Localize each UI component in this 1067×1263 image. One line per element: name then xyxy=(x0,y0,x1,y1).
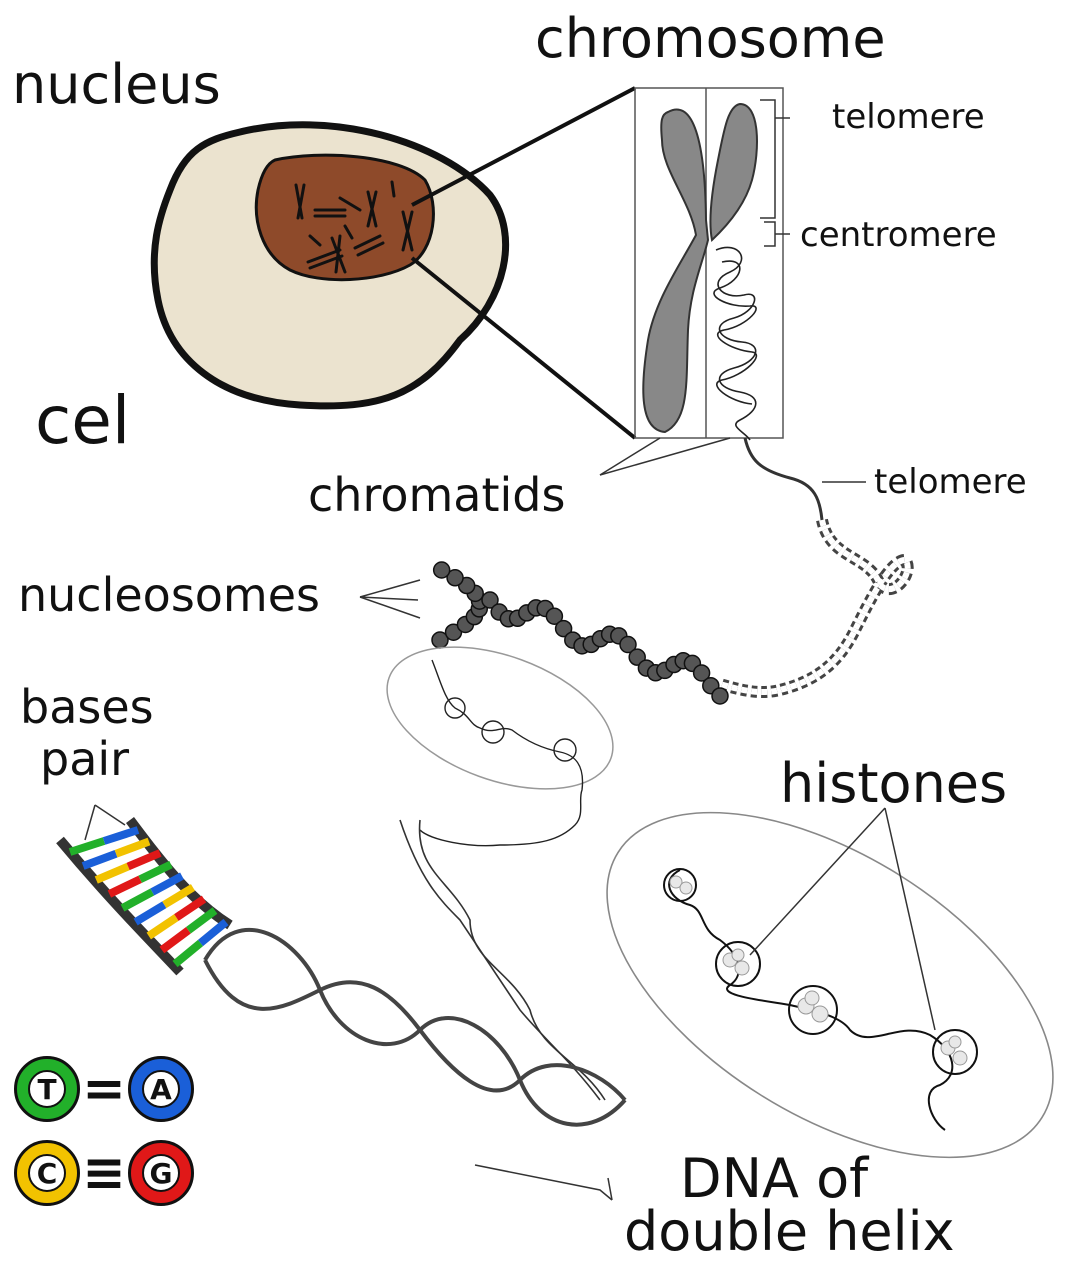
label-nucleosomes: nucleosomes xyxy=(18,572,320,618)
base-pair-rung xyxy=(175,943,201,964)
telomere-bracket xyxy=(760,100,790,218)
base-a-letter: A xyxy=(142,1070,180,1108)
base-g-letter: G xyxy=(142,1154,180,1192)
zoom-line-upper xyxy=(412,88,635,205)
triple-bond-symbol: ≡ xyxy=(82,1143,126,1203)
coiled-fiber xyxy=(720,520,908,692)
label-telomere-bottom: telomere xyxy=(874,465,1027,499)
label-bases: bases xyxy=(20,684,154,730)
base-pair-ladder xyxy=(60,820,230,972)
base-pair-rung xyxy=(104,830,138,841)
label-dna-of: DNA of xyxy=(680,1152,868,1206)
nucleosome-bead xyxy=(712,688,728,704)
base-t-letter: T xyxy=(28,1070,66,1108)
base-pair-rung xyxy=(188,911,215,931)
base-t-circle: T xyxy=(14,1056,80,1122)
base-pair-rung xyxy=(149,918,177,937)
label-pair: pair xyxy=(40,736,129,782)
label-chromatids: chromatids xyxy=(308,472,565,518)
legend-row-cg: C ≡ G xyxy=(14,1140,194,1206)
base-c-letter: C xyxy=(28,1154,66,1192)
label-nucleus: nucleus xyxy=(12,58,221,112)
thin-dna-helix xyxy=(400,820,605,1100)
base-pair-rung xyxy=(136,905,165,922)
label-telomere-top: telomere xyxy=(832,100,985,134)
nucleosome-beads xyxy=(432,562,728,704)
big-dna-helix xyxy=(205,930,625,1125)
label-cell: cel xyxy=(35,388,130,454)
base-pair-rung xyxy=(162,930,189,950)
label-double-helix: double helix xyxy=(624,1205,955,1259)
double-bond-symbol: = xyxy=(82,1059,126,1119)
base-pair-rung xyxy=(96,867,128,881)
legend-row-ta: T = A xyxy=(14,1056,194,1122)
base-g-circle: G xyxy=(128,1140,194,1206)
label-centromere: centromere xyxy=(800,218,997,252)
base-c-circle: C xyxy=(14,1140,80,1206)
base-pair-rung xyxy=(116,842,149,854)
base-pair-rung xyxy=(123,892,153,908)
base-a-circle: A xyxy=(128,1056,194,1122)
chromatin-coil xyxy=(714,247,756,440)
nucleosome-bead xyxy=(434,562,450,578)
centromere-bracket xyxy=(764,222,790,246)
base-pair-rung xyxy=(70,841,104,852)
label-chromosome: chromosome xyxy=(535,12,886,66)
chromatid-right xyxy=(710,104,757,240)
chromatid-left xyxy=(643,109,708,432)
label-histones: histones xyxy=(780,757,1007,811)
base-pair-rung xyxy=(109,879,140,894)
base-pair-rung xyxy=(83,854,116,866)
